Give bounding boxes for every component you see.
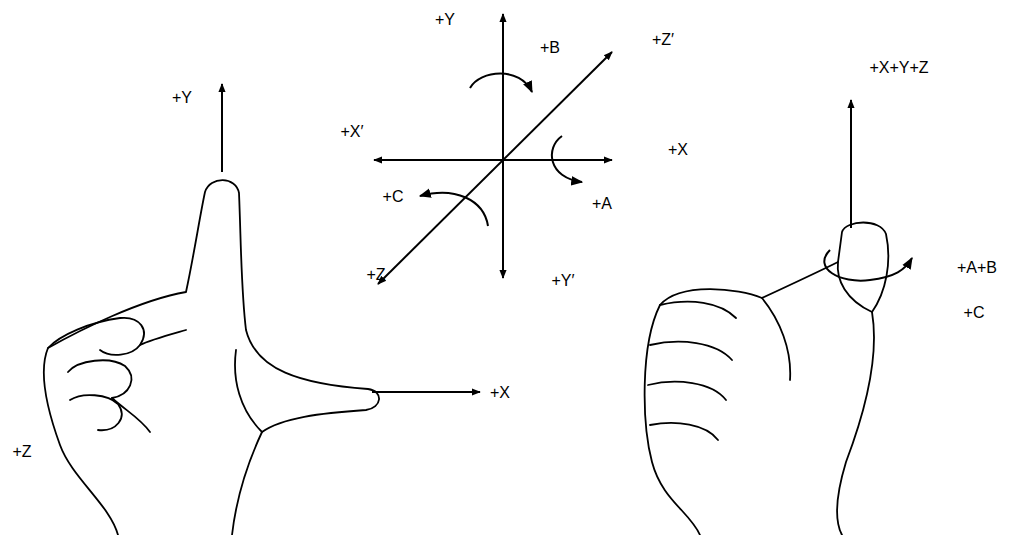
right-hand-outline bbox=[645, 223, 889, 535]
rotation-b-arrow bbox=[470, 74, 532, 93]
thumb-arrow bbox=[850, 100, 852, 228]
axis-label: +X bbox=[490, 384, 510, 402]
axis-label: +Z bbox=[366, 266, 385, 284]
axis-label: +A bbox=[592, 195, 612, 213]
left-hand-fold bbox=[112, 398, 150, 432]
axis-label: +Z bbox=[12, 443, 31, 461]
left-hand-outline bbox=[44, 180, 379, 535]
axis-label: +X′ bbox=[340, 123, 363, 141]
right-hand-finger bbox=[648, 382, 726, 400]
left-hand-finger bbox=[68, 360, 131, 398]
axis-label: +Z′ bbox=[652, 31, 674, 49]
right-hand-finger bbox=[650, 423, 718, 440]
y-axis bbox=[502, 14, 504, 278]
rotation-a-arrow bbox=[552, 136, 582, 182]
hand-x-arrow bbox=[372, 391, 480, 393]
axis-label: +C bbox=[964, 304, 985, 322]
axis-label: +X+Y+Z bbox=[869, 59, 928, 77]
hand-y-arrow bbox=[221, 84, 223, 172]
right-hand-fold bbox=[762, 298, 790, 380]
axis-label: +A+B bbox=[957, 259, 997, 277]
right-hand-finger bbox=[660, 302, 736, 318]
axis-label: +Y′ bbox=[551, 272, 574, 290]
x-axis bbox=[374, 159, 612, 161]
axis-label: +Y bbox=[435, 11, 455, 29]
left-hand-finger bbox=[48, 318, 144, 355]
left-hand-fold bbox=[140, 330, 186, 345]
axis-label: +C bbox=[383, 188, 404, 206]
axis-label: +X bbox=[668, 141, 688, 159]
right-hand-finger bbox=[650, 342, 732, 360]
axis-label: +Y bbox=[172, 89, 192, 107]
right-hand-fold bbox=[838, 262, 872, 312]
axis-label: +B bbox=[540, 39, 560, 57]
z-axis bbox=[378, 52, 612, 284]
rotation-c-arrow bbox=[420, 193, 488, 226]
left-hand-fold bbox=[235, 350, 262, 432]
